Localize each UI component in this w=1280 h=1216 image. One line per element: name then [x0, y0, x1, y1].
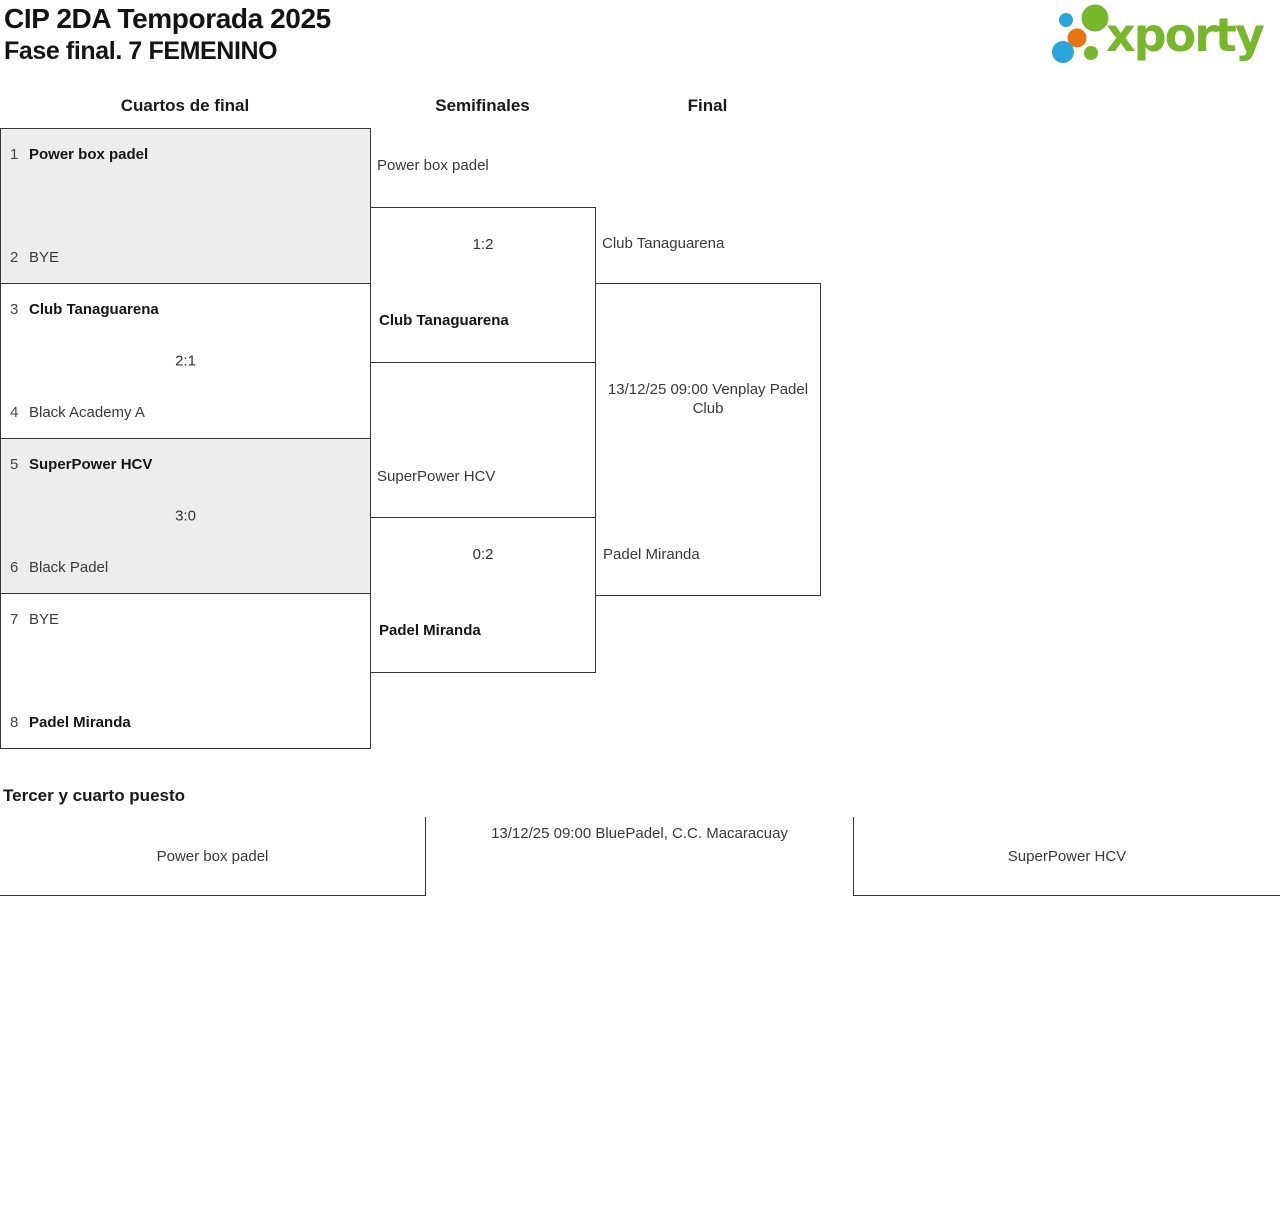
- tournament-title: CIP 2DA Temporada 2025: [4, 3, 331, 34]
- seed-number: 1: [10, 146, 19, 163]
- logo-wordmark: xporty: [1106, 8, 1265, 62]
- logo-dot-orange: [1067, 28, 1087, 48]
- match-team-bottom: 6 Black Padel: [10, 559, 108, 576]
- logo-dot-blue-small: [1059, 13, 1073, 27]
- team-name: Padel Miranda: [29, 714, 131, 731]
- logo-dot-green-small: [1084, 46, 1098, 60]
- logo-dot-green-large: [1081, 4, 1109, 32]
- semifinal2-team-top: SuperPower HCV: [377, 468, 496, 485]
- seed-number: 6: [10, 559, 19, 576]
- seed-number: 2: [10, 249, 19, 266]
- match-team-bottom: 8 Padel Miranda: [10, 714, 131, 731]
- quarterfinal-match-1: 1 Power box padel 2 BYE: [0, 128, 371, 284]
- third-place-schedule: 13/12/25 09:00 BluePadel, C.C. Macaracua…: [491, 825, 788, 842]
- third-place-slot-left: Power box padel: [0, 817, 426, 896]
- team-name: BYE: [29, 249, 60, 266]
- semifinal1-team-bottom: Club Tanaguarena: [379, 312, 509, 329]
- final-team-bottom: Padel Miranda: [603, 546, 700, 563]
- match-team-bottom: 2 BYE: [10, 249, 59, 266]
- team-name: Black Academy A: [29, 404, 145, 421]
- page-title: CIP 2DA Temporada 2025 Fase final. 7 FEM…: [4, 2, 331, 67]
- final-schedule: 13/12/25 09:00 Venplay Padel Club: [607, 381, 809, 417]
- match-score: 0:2: [472, 546, 494, 563]
- round-header-cuartos: Cuartos de final: [120, 96, 250, 115]
- team-name: Power box padel: [29, 146, 149, 163]
- seed-number: 5: [10, 456, 19, 473]
- xporty-logo: xporty: [1052, 4, 1267, 63]
- round-header-final: Final: [687, 96, 728, 115]
- team-name: Power box padel: [156, 847, 269, 865]
- semifinal1-team-top: Power box padel: [377, 157, 489, 174]
- round-header-semifinales: Semifinales: [435, 96, 530, 115]
- final-match: 13/12/25 09:00 Venplay Padel Club Padel …: [595, 283, 821, 596]
- logo-dot-blue-large: [1052, 41, 1074, 63]
- match-team-top: 1 Power box padel: [10, 146, 148, 163]
- final-team-top: Club Tanaguarena: [602, 235, 725, 252]
- match-team-top: 7 BYE: [10, 611, 59, 628]
- seed-number: 8: [10, 714, 19, 731]
- phase-title: Fase final. 7 FEMENINO: [4, 37, 278, 65]
- match-team-top: 5 SuperPower HCV: [10, 456, 152, 473]
- match-team-bottom: 4 Black Academy A: [10, 404, 145, 421]
- third-place-heading: Tercer y cuarto puesto: [3, 786, 186, 805]
- match-score: 1:2: [472, 236, 494, 253]
- seed-number: 7: [10, 611, 19, 628]
- match-score: 3:0: [175, 507, 196, 525]
- third-place-slot-right: SuperPower HCV: [853, 817, 1280, 896]
- seed-number: 3: [10, 301, 19, 318]
- team-name: BYE: [29, 611, 60, 628]
- team-name: SuperPower HCV: [29, 456, 153, 473]
- semifinal-match-1: 1:2 Club Tanaguarena: [370, 207, 596, 363]
- semifinal-match-2: 0:2 Padel Miranda: [370, 517, 596, 673]
- match-score: 2:1: [175, 352, 196, 370]
- semifinal2-team-bottom: Padel Miranda: [379, 622, 481, 639]
- quarterfinal-match-4: 7 BYE 8 Padel Miranda: [0, 593, 371, 749]
- seed-number: 4: [10, 404, 19, 421]
- quarterfinal-match-2: 3 Club Tanaguarena 2:1 4 Black Academy A: [0, 283, 371, 439]
- quarterfinal-match-3: 5 SuperPower HCV 3:0 6 Black Padel: [0, 438, 371, 594]
- team-name: SuperPower HCV: [1007, 847, 1127, 865]
- team-name: Black Padel: [29, 559, 109, 576]
- team-name: Club Tanaguarena: [29, 301, 159, 318]
- match-team-top: 3 Club Tanaguarena: [10, 301, 159, 318]
